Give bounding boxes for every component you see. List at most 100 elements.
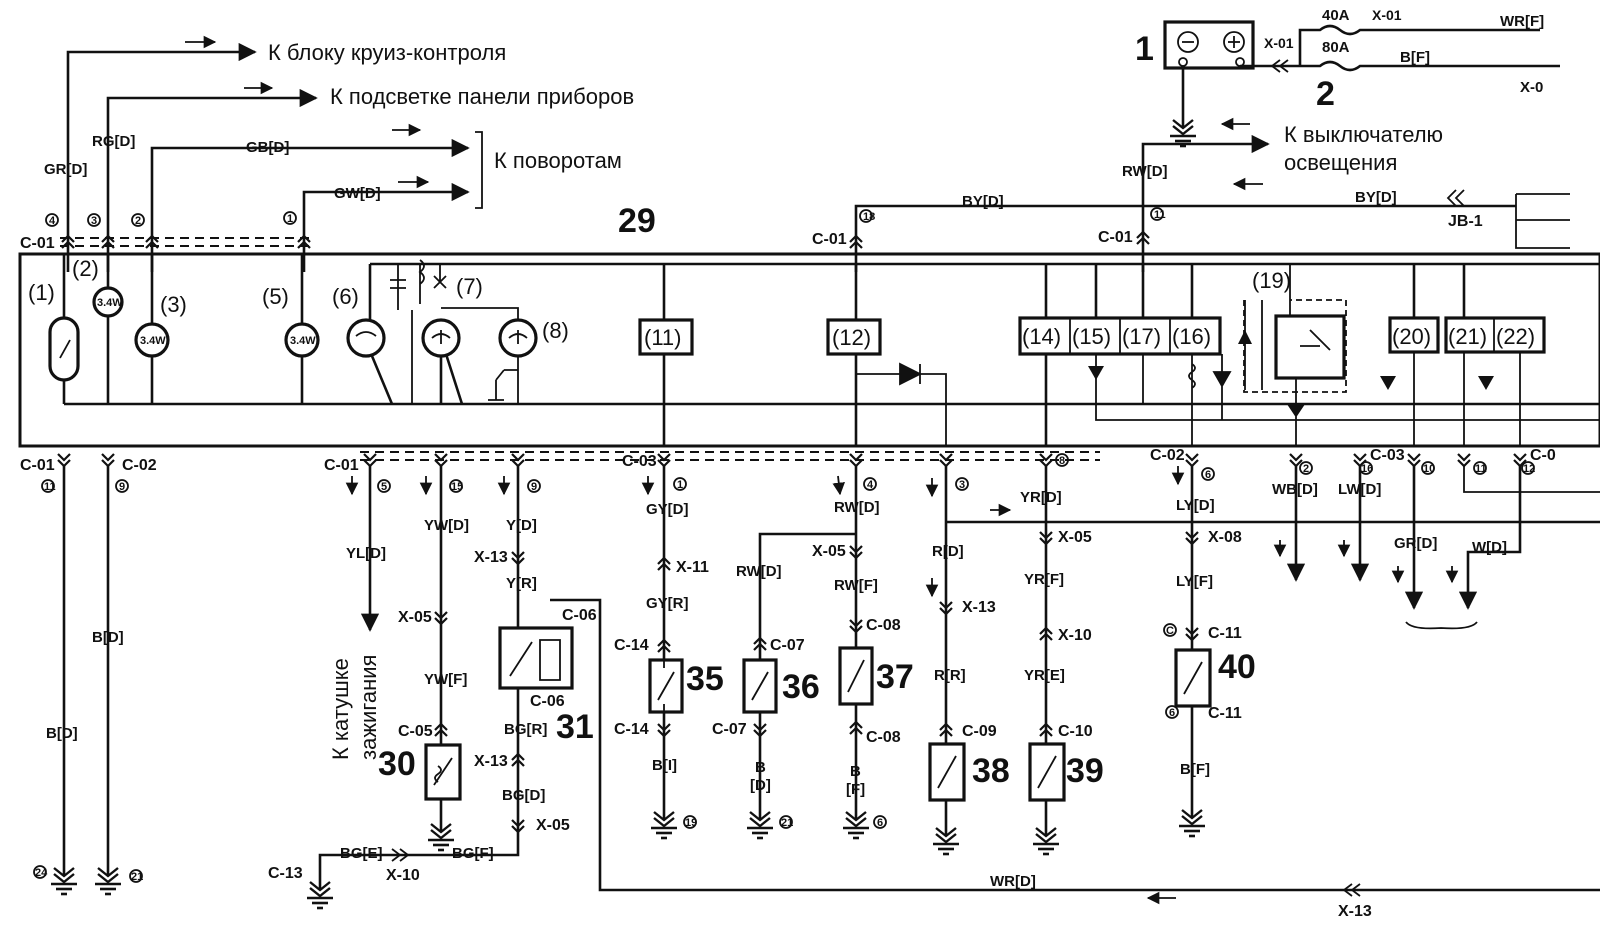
number-38: 38	[972, 752, 1010, 790]
connector-x13-a: X-13	[474, 549, 508, 566]
number-40: 40	[1218, 648, 1256, 686]
wire-y-d: Y[D]	[506, 517, 537, 534]
wire-r-d: R[D]	[932, 543, 964, 560]
connector-x05-a: X-05	[398, 609, 432, 626]
wire-by-d-2: BY[D]	[1355, 189, 1397, 206]
fuses-2: 40A 80A	[1298, 7, 1375, 72]
wire-rw-d-36: RW[D]	[736, 563, 782, 580]
svg-text:1: 1	[287, 213, 293, 225]
connector-x13-d: X-13	[1338, 903, 1372, 920]
wire-gr-d: GR[D]	[44, 161, 87, 178]
svg-text:1: 1	[677, 479, 683, 491]
connector-x01-a: X-01	[1264, 35, 1294, 51]
connector-c11-b: C-11	[1208, 705, 1242, 722]
connector-c-edge: C-0	[1530, 447, 1556, 464]
connector-c01-tl: C-01	[20, 235, 55, 252]
connector-x05-c: X-05	[812, 543, 846, 560]
svg-text:4: 4	[49, 215, 56, 227]
svg-text:11: 11	[1154, 209, 1166, 221]
connector-c01-mid: C-01	[812, 231, 847, 248]
label-component-14: (14)	[1022, 324, 1061, 349]
svg-text:18: 18	[863, 211, 875, 223]
label-component-7: (7)	[456, 274, 483, 299]
dest-cruise: К блоку круиз-контроля	[268, 40, 506, 65]
wire-bg-f: BG[F]	[452, 845, 494, 862]
wire-b-d-1: B[D]	[46, 725, 78, 742]
connector-c14-a: C-14	[614, 637, 649, 654]
wire-gb-d: GB[D]	[246, 139, 289, 156]
wire-b-37: B	[850, 763, 861, 780]
label-component-5: (5)	[262, 284, 289, 309]
svg-text:11: 11	[1475, 463, 1487, 475]
wire-bg-r: BG[R]	[504, 721, 547, 738]
wire-yl-d: YL[D]	[346, 545, 386, 562]
battery-number: 1	[1135, 30, 1154, 68]
svg-text:2: 2	[135, 215, 141, 227]
dest-panel-light: К подсветке панели приборов	[330, 84, 634, 109]
svg-text:3.4W: 3.4W	[97, 297, 123, 309]
cluster-number: 29	[618, 202, 656, 240]
wire-wb-d: WB[D]	[1272, 481, 1318, 498]
connector-c06-a: C-06	[562, 607, 597, 624]
fuse-80a-label: 80A	[1322, 39, 1350, 56]
connector-c05: C-05	[398, 723, 433, 740]
wire-by-d-1: BY[D]	[962, 193, 1004, 210]
connector-c07-a: C-07	[770, 637, 805, 654]
wire-w-d: W[D]	[1472, 539, 1507, 556]
dest-coil-1: К катушке	[328, 658, 353, 760]
wire-rw-f-37: RW[F]	[834, 577, 878, 594]
svg-text:9: 9	[119, 481, 125, 493]
connector-x10-b: X-10	[1058, 627, 1092, 644]
connector-c01-bl: C-01	[20, 457, 55, 474]
connector-jb1: JB-1	[1448, 213, 1483, 230]
connector-c11-a: C-11	[1208, 625, 1242, 642]
svg-text:12: 12	[1523, 463, 1535, 475]
svg-text:10: 10	[1423, 463, 1435, 475]
wire-gy-d: GY[D]	[646, 501, 689, 518]
label-component-17: (17)	[1122, 324, 1161, 349]
svg-text:5: 5	[381, 481, 387, 493]
connector-c08-b: C-08	[866, 729, 901, 746]
connector-c10: C-10	[1058, 723, 1093, 740]
wire-x0: X-0	[1520, 79, 1543, 96]
svg-text:6: 6	[1169, 707, 1175, 719]
dest-coil-2: зажигания	[356, 655, 381, 760]
label-component-21: (21)	[1448, 324, 1487, 349]
number-30: 30	[378, 745, 416, 783]
wire-d-36: [D]	[750, 777, 771, 794]
label-component-1: (1)	[28, 280, 55, 305]
connector-c08-a: C-08	[866, 617, 901, 634]
connector-c13: C-13	[268, 865, 303, 882]
pins-bottom: 11 9 5 15 9 1 4 3 8 6 2 16 10 11 12	[41, 453, 1535, 493]
connector-c03-r: C-03	[1370, 447, 1405, 464]
label-component-22: (22)	[1496, 324, 1535, 349]
wire-b-f-top: B[F]	[1400, 49, 1430, 66]
wire-rw-d-37: RW[D]	[834, 499, 880, 516]
svg-text:8: 8	[1059, 455, 1065, 467]
label-component-6: (6)	[332, 284, 359, 309]
connector-x13-c: X-13	[962, 599, 996, 616]
component-6-tach	[346, 318, 386, 358]
svg-text:(20): (20)	[1392, 324, 1431, 349]
connector-x10-a: X-10	[386, 867, 420, 884]
component-19-relay	[1238, 264, 1347, 446]
wire-gy-r: GY[R]	[646, 595, 689, 612]
svg-text:6: 6	[877, 817, 883, 829]
connector-c01-r: C-01	[1098, 229, 1133, 246]
connector-c07-b: C-07	[712, 721, 747, 738]
number-39: 39	[1066, 752, 1104, 790]
svg-text:(11): (11)	[644, 325, 682, 350]
wire-gw-d: GW[D]	[334, 185, 381, 202]
wire-bg-d: BG[D]	[502, 787, 545, 804]
sensor-31	[498, 626, 574, 690]
number-36: 36	[782, 668, 820, 706]
component-12	[826, 318, 882, 356]
label-component-8: (8)	[542, 318, 569, 343]
battery-1	[1163, 20, 1262, 148]
component-21-22	[1444, 316, 1546, 354]
label-component-2: (2)	[72, 256, 99, 281]
wire-r-r: R[R]	[934, 667, 966, 684]
wire-ly-d: LY[D]	[1176, 497, 1215, 514]
